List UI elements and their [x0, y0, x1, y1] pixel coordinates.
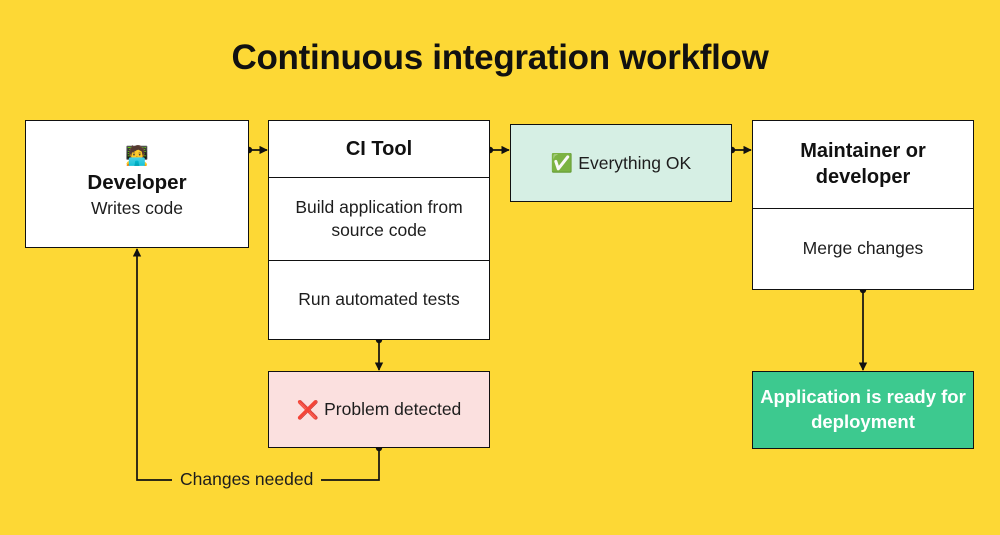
maintainer-action: Merge changes: [753, 207, 973, 289]
node-deployment-ready[interactable]: Application is ready for deployment: [752, 371, 974, 449]
problem-label: Problem detected: [324, 399, 462, 419]
developer-content: 🧑‍💻 Developer Writes code: [26, 145, 248, 221]
maintainer-title: Maintainer or developer: [800, 140, 926, 189]
node-ci-tool[interactable]: CI Tool Build application from source co…: [268, 120, 490, 340]
everything-ok-content: ✅ Everything OK: [551, 153, 691, 174]
edge-ci-tool-to-everything-ok: [486, 145, 510, 155]
edge-maintainer-to-deployment: [858, 286, 868, 371]
edge-everything-ok-to-maintainer: [728, 145, 752, 155]
edge-ci-tool-to-problem: [374, 336, 384, 371]
developer-subtitle: Writes code: [90, 198, 184, 219]
node-everything-ok[interactable]: ✅ Everything OK: [510, 124, 732, 202]
ci-tool-title: CI Tool: [345, 137, 413, 160]
ci-tool-step-tests: Run automated tests: [269, 259, 489, 339]
problem-content: ❌ Problem detected: [297, 399, 462, 420]
deployment-label: Application is ready for deployment: [760, 386, 966, 432]
node-maintainer[interactable]: Maintainer or developer Merge changes: [752, 120, 974, 290]
technologist-icon: 🧑‍💻: [125, 145, 149, 167]
page-title: Continuous integration workflow: [231, 38, 769, 77]
developer-title: Developer: [87, 170, 187, 194]
edge-label-changes-needed: Changes needed: [172, 469, 322, 490]
node-problem-detected[interactable]: ❌ Problem detected: [268, 371, 490, 448]
everything-ok-label: Everything OK: [578, 152, 692, 173]
node-developer[interactable]: 🧑‍💻 Developer Writes code: [25, 120, 249, 248]
ci-tool-step-build: Build application from source code: [269, 176, 489, 260]
check-mark-button-icon: ✅: [550, 153, 574, 173]
cross-mark-icon: ❌: [296, 399, 320, 420]
